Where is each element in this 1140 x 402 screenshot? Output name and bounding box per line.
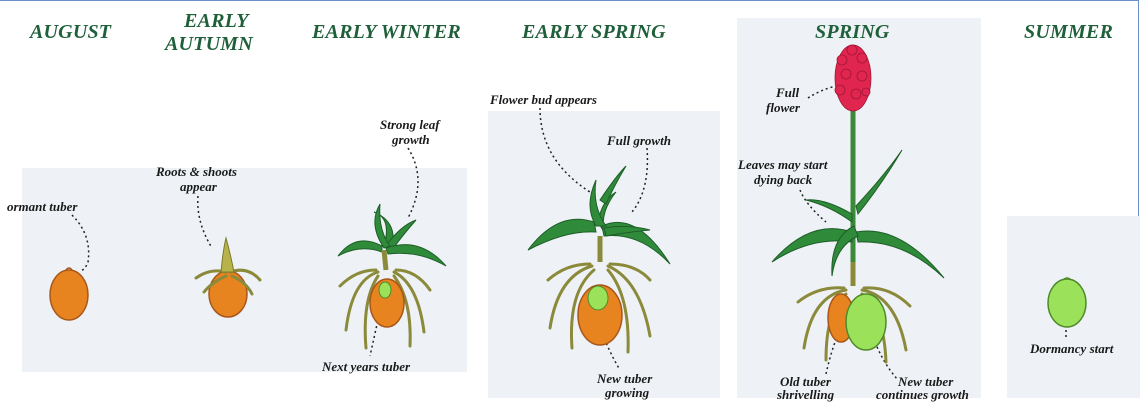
leader-leaves-dying [800, 190, 826, 222]
leader-flower-bud [540, 108, 590, 192]
label-new-tuber-growing-line1: New tuber [597, 372, 652, 386]
label-flower-bud: Flower bud appears [490, 93, 597, 107]
early-autumn-plant [196, 238, 260, 317]
label-strong-leaf-line2: growth [392, 133, 430, 147]
label-leaves-dying-line1: Leaves may start [738, 158, 828, 172]
label-new-tuber-continues-line2: continues growth [876, 388, 969, 402]
label-dormant-tuber: ormant tuber [7, 200, 77, 214]
label-strong-leaf-line1: Strong leaf [380, 118, 440, 132]
august-tuber [50, 268, 88, 320]
early-spring-plant [528, 166, 670, 352]
label-full-flower-line2: flower [766, 101, 800, 115]
label-next-years-tuber: Next years tuber [322, 360, 410, 374]
label-old-tuber-line2: shrivelling [777, 388, 834, 402]
label-dormancy-starts: Dormancy start [1030, 342, 1113, 356]
spring-flower-head [835, 45, 871, 111]
leader-strong-leaf [408, 148, 418, 218]
early-winter-plant [338, 204, 446, 348]
label-full-growth: Full growth [607, 134, 671, 148]
leader-full-flower [808, 86, 836, 98]
leader-full-growth [632, 148, 647, 212]
label-leaves-dying-line2: dying back [754, 173, 812, 187]
label-roots-shoots-line2: appear [180, 180, 217, 194]
summer-tuber [1048, 278, 1086, 327]
label-roots-shoots-line1: Roots & shoots [156, 165, 237, 179]
label-full-flower-line1: Full [776, 86, 799, 100]
leader-roots-shoots [198, 196, 212, 248]
leader-dormant-tuber [72, 215, 89, 272]
